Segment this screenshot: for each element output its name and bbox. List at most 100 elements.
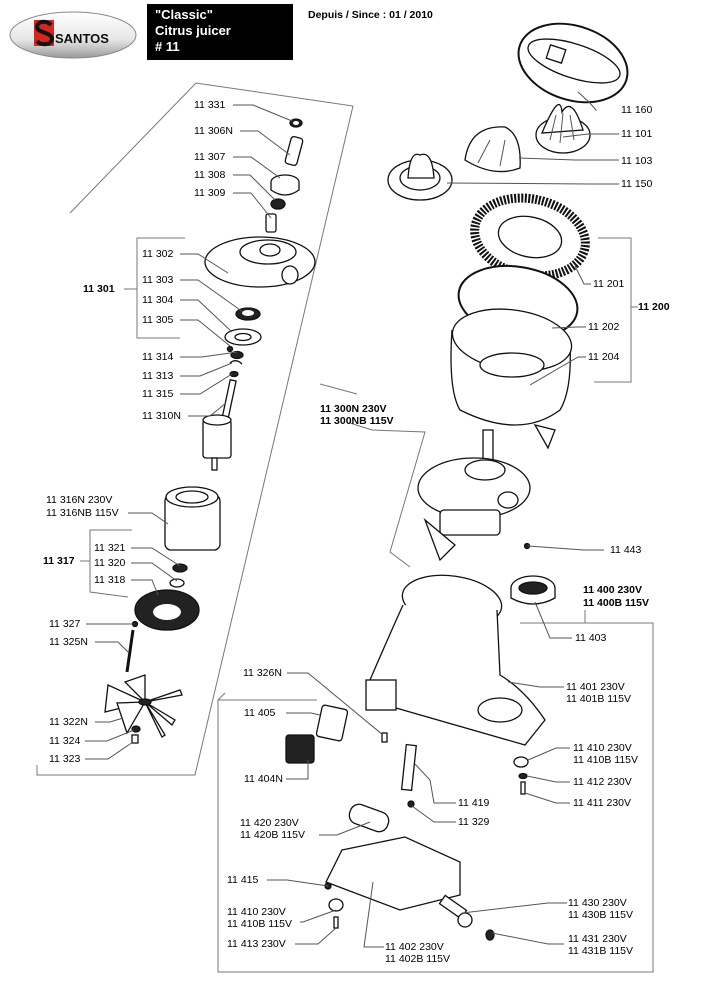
label-11323: 11 323 (49, 753, 81, 765)
logo-text: SANTOS (55, 31, 109, 46)
part-rod-11325N (125, 629, 135, 673)
label-11430B: 11 430B 115V (568, 909, 633, 921)
part-shaft-11306N (284, 135, 304, 167)
label-11204: 11 204 (588, 351, 620, 363)
part-cone-large-11150 (387, 153, 453, 201)
label-11420: 11 420 230V (240, 817, 299, 829)
part-ring-11315 (229, 370, 239, 378)
label-11303: 11 303 (142, 274, 174, 286)
label-11431B: 11 431B 115V (568, 945, 633, 957)
part-frame-11405 (315, 704, 349, 742)
part-screw-11411 (520, 781, 526, 795)
label-11316N: 11 316N 230V (46, 494, 113, 506)
label-11300N: 11 300N 230V (320, 403, 387, 415)
frame-motor-assembly (36, 82, 354, 776)
part-washer-11314 (230, 350, 244, 360)
part-switch-11404N (285, 734, 315, 764)
label-11431: 11 431 230V (568, 933, 627, 945)
label-11326N: 11 326N (243, 667, 282, 679)
product-title-box: "Classic" Citrus juicer # 11 (147, 4, 293, 60)
label-11202: 11 202 (588, 321, 620, 333)
label-11301: 11 301 (83, 283, 115, 295)
label-11419: 11 419 (458, 797, 490, 809)
part-clip-11313 (229, 360, 243, 365)
label-11405: 11 405 (244, 707, 276, 719)
label-11103: 11 103 (621, 155, 653, 167)
part-screw-11305 (226, 345, 234, 353)
title-line-3: # 11 (155, 39, 180, 54)
part-capacitor-11420 (348, 803, 390, 833)
santos-logo: SANTOS (9, 11, 137, 59)
label-11309: 11 309 (194, 187, 226, 199)
label-11315: 11 315 (142, 388, 174, 400)
part-screw-11323 (131, 734, 139, 744)
label-11410B-upper: 11 410B 115V (573, 754, 638, 766)
label-11308: 11 308 (194, 169, 226, 181)
label-11317: 11 317 (43, 555, 75, 567)
part-foot-11410-lower (328, 898, 344, 912)
label-11403: 11 403 (575, 632, 607, 644)
label-11411: 11 411 230V (573, 797, 631, 809)
part-dome-11103 (464, 126, 521, 173)
label-11160: 11 160 (621, 104, 653, 116)
label-11325N: 11 325N (49, 636, 88, 648)
label-11415: 11 415 (227, 874, 259, 886)
frame-base-assembly (217, 622, 654, 973)
part-nut-11327 (131, 620, 139, 628)
part-washer-11412 (518, 772, 528, 780)
part-pin-11309 (265, 213, 277, 233)
label-11443: 11 443 (610, 544, 642, 556)
label-11322N: 11 322N (49, 716, 88, 728)
label-11300NB: 11 300NB 115V (320, 415, 394, 427)
part-fan-11322N (104, 674, 183, 738)
part-bowl-11204 (450, 308, 573, 450)
part-screw-11326N (381, 732, 388, 743)
part-base-plate-11402 (325, 836, 461, 911)
part-foot-11410 (513, 756, 529, 768)
leader-lines (85, 91, 619, 948)
bracket-11200 (594, 237, 632, 383)
label-11430: 11 430 230V (568, 897, 627, 909)
label-11412: 11 412 230V (573, 776, 632, 788)
label-11413: 11 413 230V (227, 938, 286, 950)
part-screw-11329 (407, 800, 415, 808)
label-11318: 11 318 (94, 574, 126, 586)
label-11404N: 11 404N (244, 773, 283, 785)
part-housing-11401 (365, 574, 546, 746)
part-rotor-11310N (221, 379, 237, 421)
part-cone-small-11101 (535, 103, 591, 154)
label-11200: 11 200 (638, 301, 670, 313)
label-11402: 11 402 230V (385, 941, 444, 953)
label-11321: 11 321 (94, 542, 126, 554)
label-11400B: 11 400B 115V (583, 597, 649, 609)
label-11316NB: 11 316NB 115V (46, 507, 119, 519)
label-11410-upper: 11 410 230V (573, 742, 632, 754)
part-washer-11324 (131, 725, 141, 733)
label-11410-lower: 11 410 230V (227, 906, 286, 918)
part-screw-11431 (485, 929, 495, 941)
label-11314: 11 314 (142, 351, 174, 363)
label-11306N: 11 306N (194, 125, 233, 137)
part-bearing-11321 (172, 563, 188, 573)
label-11307: 11 307 (194, 151, 226, 163)
label-11331: 11 331 (194, 99, 226, 111)
label-11320: 11 320 (94, 557, 126, 569)
frame-motor-unit (371, 429, 426, 568)
part-cap-11403 (510, 575, 556, 605)
bracket-11301 (136, 237, 185, 339)
part-cable-gland-11430 (438, 894, 473, 928)
label-11305: 11 305 (142, 314, 174, 326)
part-bracket-11419 (400, 743, 417, 792)
part-lid-11160 (517, 22, 629, 104)
label-11401B: 11 401B 115V (566, 693, 631, 705)
part-screw-11413 (333, 916, 339, 929)
label-11420B: 11 420B 115V (240, 829, 305, 841)
label-11150: 11 150 (621, 178, 653, 190)
label-11101: 11 101 (621, 128, 653, 140)
title-line-1: "Classic" (155, 7, 213, 22)
label-11304: 11 304 (142, 294, 174, 306)
since-date: Depuis / Since : 01 / 2010 (308, 9, 433, 21)
label-11400: 11 400 230V (583, 584, 642, 596)
label-11310N: 11 310N (142, 410, 181, 422)
